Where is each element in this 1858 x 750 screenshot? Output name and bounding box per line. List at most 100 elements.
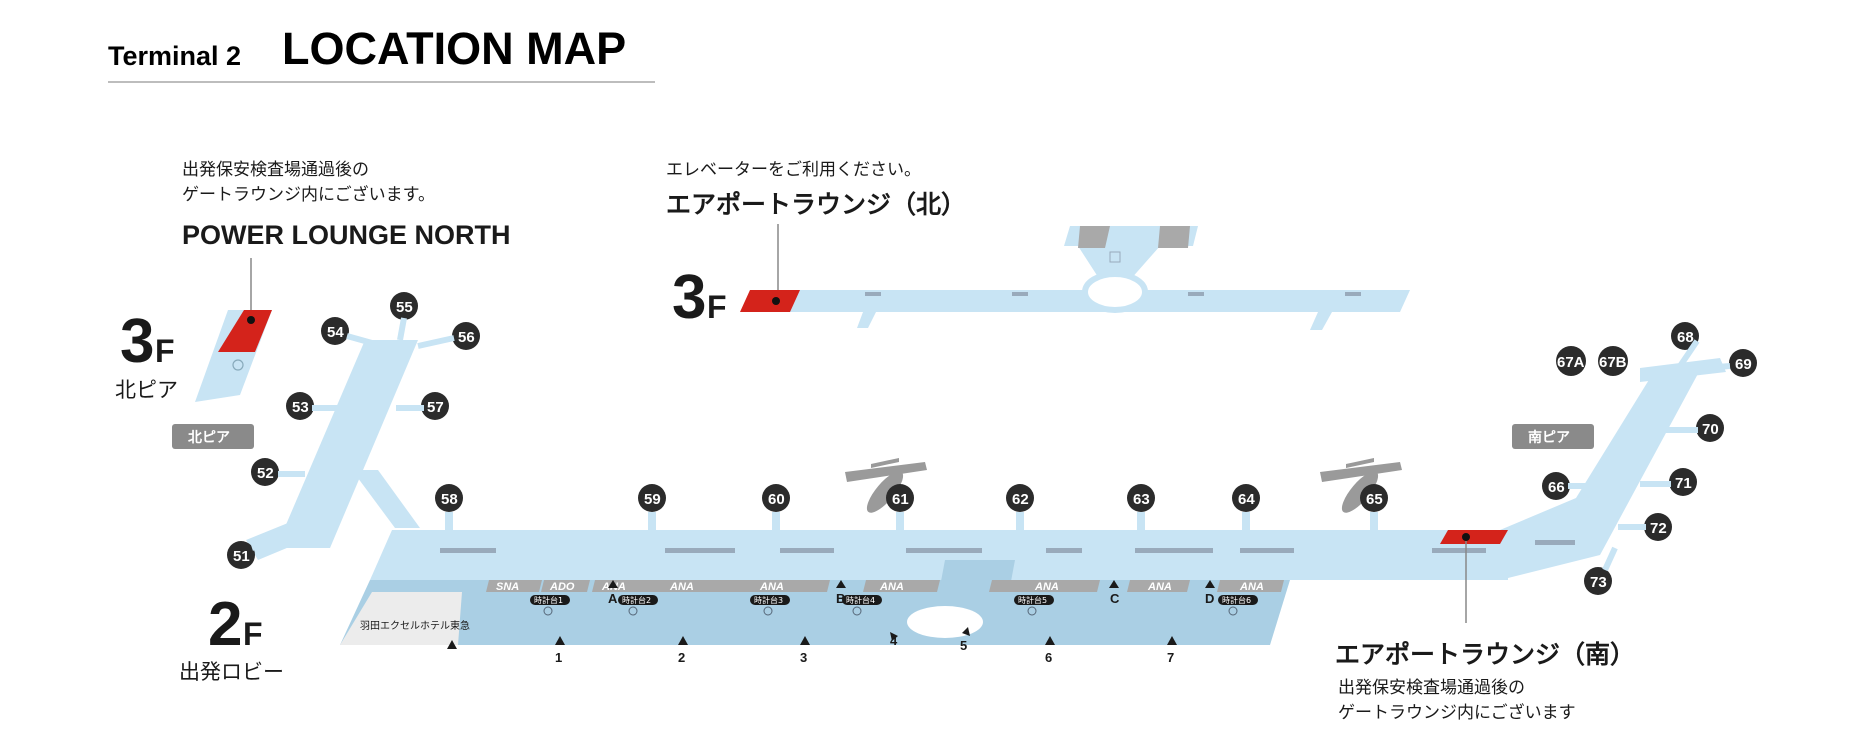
lobby-floor-label: 出発ロビー	[179, 660, 284, 684]
clock-icon	[1228, 606, 1238, 616]
entrance-arrow-icon	[447, 640, 457, 649]
airport-lounge-north-marker	[740, 290, 800, 312]
airport-lounge-north-note: エレベーターをご利用ください。	[666, 160, 921, 180]
elevator-icon	[232, 359, 244, 371]
power-lounge-north-title: POWER LOUNGE NORTH	[182, 220, 511, 250]
hotel-label: 羽田エクセルホテル東急	[360, 619, 470, 632]
gate-number: 64	[1238, 491, 1255, 508]
top-floor-f: F	[707, 289, 727, 325]
terminal-label: Terminal 2	[108, 41, 241, 71]
gate-number: 63	[1133, 491, 1150, 508]
gate-number: 53	[292, 399, 309, 416]
gate-number: 56	[458, 329, 475, 346]
north-floor-area: 北ピア	[115, 378, 178, 402]
counter-label: ANA	[1034, 581, 1059, 593]
lobby-floor-number: 2	[208, 590, 242, 659]
page-title: LOCATION MAP	[282, 23, 626, 74]
airplane-icon	[1320, 458, 1402, 513]
north-lounge-note-2: ゲートラウンジ内にございます。	[182, 184, 435, 205]
lobby-floor-f: F	[243, 616, 263, 652]
north-pier-label: 北ピア	[188, 430, 230, 446]
gate-number: 67B	[1599, 354, 1627, 371]
clock-icon	[852, 606, 862, 616]
clock-icon	[628, 606, 638, 616]
entrance-number: 6	[1045, 650, 1052, 665]
entrance-arrow-icon	[890, 632, 898, 641]
entrances: 1 2 3 4 5 6 7	[447, 627, 1177, 665]
counter-label: SNA	[496, 581, 519, 593]
entrance-number: 2	[678, 650, 685, 665]
entrance-arrow-icon	[962, 627, 970, 636]
counter-label: ANA	[669, 581, 694, 593]
lounge-dot	[1462, 533, 1470, 541]
entrance-arrow-icon	[800, 636, 810, 645]
counter-label: ANA	[1147, 581, 1172, 593]
counter-letter: C	[1110, 591, 1120, 606]
counter-letter: A	[608, 591, 618, 606]
top-floor-number: 3	[672, 263, 706, 332]
gate-number: 70	[1702, 421, 1719, 438]
south-pier-label: 南ピア	[1528, 429, 1570, 446]
gate-number: 68	[1677, 329, 1694, 346]
entrance-arrow-icon	[678, 636, 688, 645]
check-in-counters: SNA ADO ANA ANA ANA ANA ANA ANA ANA	[486, 580, 1284, 593]
counter-letters: A B C D	[608, 580, 1215, 606]
airplane-icon	[845, 458, 927, 513]
gate-number: 61	[892, 491, 909, 508]
counter-label: ANA	[1239, 581, 1264, 593]
airport-lounge-south-note-1: 出発保安検査場通過後の	[1338, 678, 1525, 698]
airport-lounge-north-title: エアポートラウンジ（北）	[666, 190, 966, 219]
entrance-number: 4	[890, 633, 898, 648]
main-concourse-2f	[246, 340, 1726, 645]
counter-letter: D	[1205, 591, 1214, 606]
north-pier-tag	[172, 424, 254, 449]
gate-number: 54	[327, 324, 344, 341]
entrance-number: 7	[1167, 650, 1174, 665]
header: Terminal 2 LOCATION MAP	[108, 23, 655, 83]
counter-label: ANA	[879, 581, 904, 593]
south-pier-tag	[1512, 424, 1594, 449]
entrance-arrow-icon	[1045, 636, 1055, 645]
gate-number: 73	[1590, 574, 1607, 591]
gate-number: 57	[427, 399, 444, 416]
gate-number: 58	[441, 491, 458, 508]
clock-towers: 時計台1 時計台2 時計台3 時計台4 時計台5 時計台6	[530, 595, 1258, 616]
gate-number: 66	[1548, 479, 1565, 496]
entrance-arrow-icon	[1167, 636, 1177, 645]
gate-number: 69	[1735, 356, 1752, 373]
gate-number: 52	[257, 465, 274, 482]
clock-icon	[543, 606, 553, 616]
gate-connectors	[251, 317, 1731, 572]
gate-number: 62	[1012, 491, 1029, 508]
entrance-number: 1	[555, 650, 562, 665]
gate-badges: 51 52 53 54 55 56 57 58 59 60 61 62 63 6…	[227, 292, 1757, 595]
airport-lounge-south-note-2: ゲートラウンジ内にございます	[1338, 702, 1576, 723]
lounge-dot	[247, 316, 255, 324]
gate-number: 67A	[1557, 354, 1585, 371]
entrance-number: 5	[960, 638, 967, 653]
entrance-arrow-icon	[555, 636, 565, 645]
airport-lounge-south-title: エアポートラウンジ（南）	[1335, 640, 1635, 669]
clock-tower-label: 時計台1	[534, 595, 563, 605]
gate-number: 60	[768, 491, 785, 508]
north-lounge-note-1: 出発保安検査場通過後の	[182, 160, 369, 180]
gate-number: 59	[644, 491, 661, 508]
clock-tower-label: 時計台5	[1018, 595, 1047, 605]
clock-icon	[763, 606, 773, 616]
clock-tower-label: 時計台6	[1222, 595, 1251, 605]
gate-number: 65	[1366, 491, 1383, 508]
north-floor-f: F	[155, 333, 175, 369]
lounge-dot	[772, 297, 780, 305]
entrance-number: 3	[800, 650, 807, 665]
counter-label: ADO	[549, 581, 575, 593]
gate-number: 71	[1675, 475, 1692, 492]
clock-tower-label: 時計台2	[622, 595, 651, 605]
power-lounge-north-marker	[218, 310, 272, 352]
clock-tower-label: 時計台4	[846, 595, 875, 605]
gate-number: 55	[396, 299, 413, 316]
gate-number: 72	[1650, 520, 1667, 537]
counter-letter: B	[836, 591, 845, 606]
gate-number: 51	[233, 548, 250, 565]
north-3f-concourse	[750, 226, 1410, 330]
